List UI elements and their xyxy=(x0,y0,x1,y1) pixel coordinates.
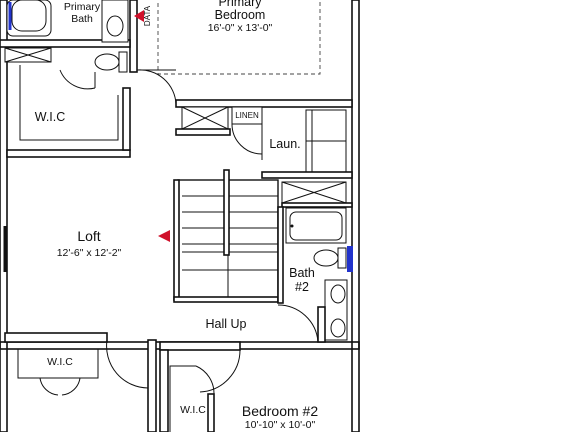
data-marker-loft xyxy=(158,230,170,242)
data-marker-bath-label: DATA xyxy=(143,5,152,26)
toilet-icon xyxy=(94,53,120,71)
primary-bedroom-label-2: Bedroom xyxy=(215,8,266,22)
primary-bedroom-size: 16'-0" x 13'-0" xyxy=(208,22,273,34)
wic-left-label: W.I.C xyxy=(47,356,73,368)
bath2-label-1: Bath xyxy=(289,266,315,280)
primary-wic: W.I.C xyxy=(4,47,131,158)
staircase xyxy=(173,169,279,303)
primary-bedroom-label-1: Primary xyxy=(218,0,262,9)
bath2-sink-icon-1 xyxy=(330,284,346,304)
hall: Hall Up xyxy=(206,317,247,331)
laundry-label: Laun. xyxy=(269,137,300,151)
bath2-window xyxy=(347,246,353,272)
bath-2: Bath #2 xyxy=(277,181,353,343)
linen-box xyxy=(231,106,263,125)
wic-bedroom2-label: W.I.C xyxy=(180,404,206,416)
primary-bath: Primary Bath DATA xyxy=(0,0,152,73)
hall-label: Hall Up xyxy=(206,317,247,331)
bedroom2-size: 10'-10" x 10'-0" xyxy=(245,419,316,431)
linen-label: LINEN xyxy=(235,111,259,120)
sink-icon xyxy=(106,15,124,37)
primary-bath-label-1: Primary xyxy=(64,1,101,13)
bedroom-2: W.I.C Bedroom #2 10'-10" x 10'-0" xyxy=(159,341,318,432)
linen-laundry: LINEN Laun. xyxy=(175,106,353,179)
loft-label: Loft xyxy=(77,228,100,244)
loft: Loft 12'-6" x 12'-2" xyxy=(3,226,170,272)
primary-bath-label-2: Bath xyxy=(71,13,93,25)
bedroom2-label: Bedroom #2 xyxy=(242,403,318,419)
bath2-sink-icon-2 xyxy=(330,318,346,338)
primary-bedroom: Primary Bedroom 16'-0" x 13'-0" xyxy=(157,0,321,75)
primary-bedroom-walls xyxy=(129,0,353,108)
wic-left: W.I.C xyxy=(4,332,157,432)
bath2-label-2: #2 xyxy=(295,280,309,294)
wic-primary-label: W.I.C xyxy=(35,110,66,124)
loft-size: 12'-6" x 12'-2" xyxy=(57,247,122,259)
bath2-toilet-icon xyxy=(313,249,339,267)
data-marker-bath xyxy=(134,10,144,22)
